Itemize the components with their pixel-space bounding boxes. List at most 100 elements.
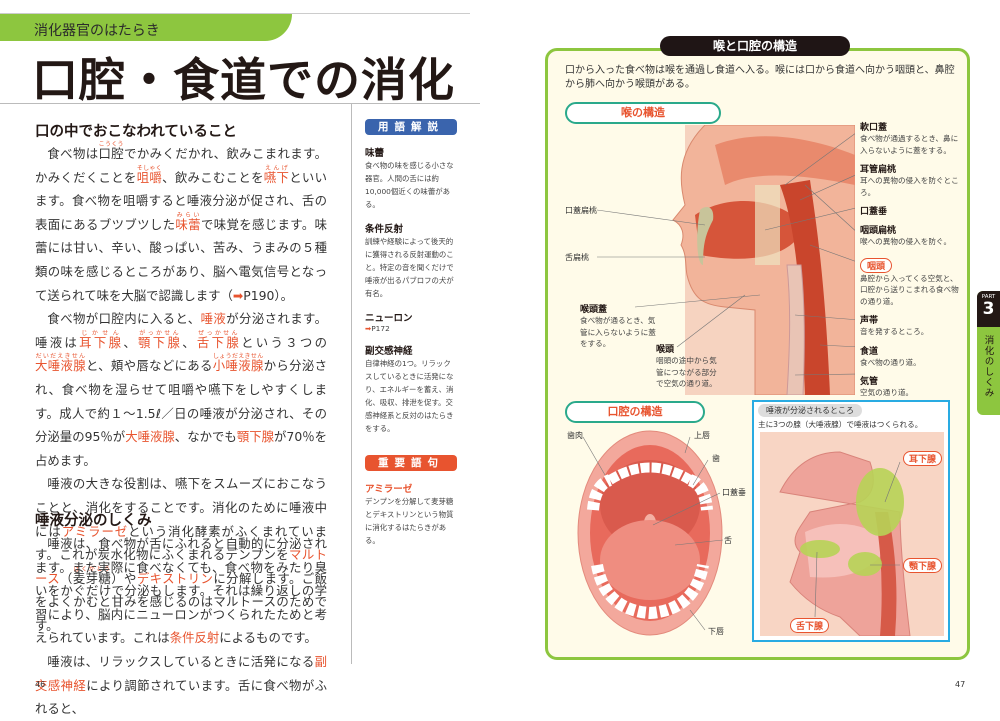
larynx-desc: 咽頭の途中から気管につながる部分で空気の通り道。 (656, 356, 717, 388)
page-title: 口腔・食道での消化 (32, 53, 455, 107)
throat-label-name: 気管 (860, 377, 879, 387)
arrow-right-icon: ➡ (365, 324, 372, 333)
paragraph: 唾液は、リラックスしているときに活発になる副交感神経により調節されています。舌に… (35, 650, 327, 721)
throat-label-name: 耳管扁桃 (860, 165, 897, 175)
ruby-reading: えんげ (263, 164, 289, 172)
label-tooth: 歯 (712, 454, 720, 463)
text-segment: 食べ物は (47, 146, 99, 161)
throat-label: 気管空気の通り道。 (860, 374, 960, 399)
throat-label: 声帯音を発するところ。 (860, 313, 960, 338)
throat-label: 咽頭鼻腔から入ってくる空気と、口腔から送りこまれる食べ物の通り道。 (860, 254, 960, 308)
text-segment: 食べ物が口腔内に入ると、 (47, 311, 201, 327)
title-rule (0, 103, 480, 104)
throat-label-name: 口蓋垂 (860, 207, 888, 217)
ruby-reading: みらい (175, 211, 201, 219)
ruby-reading: こうくう (98, 141, 124, 148)
keywords-title: 重要語句 (365, 455, 457, 471)
column-divider (351, 104, 352, 664)
throat-label: 口蓋垂 (860, 204, 960, 217)
ruby-reading: ぜっかせん (196, 329, 239, 337)
keyword-term: アミラーゼ (365, 484, 413, 495)
panel-title: 喉と口腔の構造 (660, 36, 850, 56)
highlight-term: 味蕾みらい (175, 211, 201, 232)
glossary-title: 用語解説 (365, 119, 457, 135)
gland-submandibular: 顎下腺 (903, 558, 943, 573)
page-number-left: 46 (35, 680, 46, 689)
salivary-gland-illustration (760, 432, 944, 636)
text-segment: という３つの (241, 334, 328, 350)
saliva-tag: 唾液が分泌されるところ (758, 404, 862, 417)
highlight-term: 舌下腺ぜっかせん (196, 329, 242, 350)
highlight-term: 大唾液腺だいだえきせん (35, 353, 86, 374)
ruby-reading: じかせん (79, 329, 121, 337)
text-segment: 唾液は、リラックスしているときに活発になる (47, 653, 315, 669)
throat-label-desc: 食べ物が通過するとき、鼻に入らないように蓋をする。 (860, 134, 959, 155)
glossary-definition: 食べ物の味を感じる小さな器官。人間の舌には約10,000個近くの味蕾がある。 (365, 161, 454, 209)
highlight-term: ➡ (232, 287, 244, 303)
text-segment: という消化酵素がふくまれています。これが炭水化物にふくまれるデンプンを (35, 523, 327, 563)
glossary-sidebar: 用語解説 味蕾食べ物の味を感じる小さな器官。人間の舌には約10,000個近くの味… (365, 119, 457, 547)
highlight-term: 条件反射 (169, 630, 220, 646)
highlight-term: マルトース (35, 547, 328, 586)
panel-intro: 口から入った食べ物は喉を通過し食道へ入る。喉には口から食道へ向かう咽頭と、鼻腔か… (565, 65, 955, 90)
paragraph: 唾液は、食べ物が舌にふれると自動的に分泌されます。また実際に食べなくても、食べ物… (35, 532, 327, 650)
text-segment: 麦芽糖ばくがとう (72, 565, 112, 586)
highlight-term: 嚥下えんげ (263, 164, 290, 185)
text-segment: でかみくだかれ、飲みこまれます。かみくだくことを (35, 146, 328, 185)
part-name: 消化のしくみ (982, 335, 994, 398)
highlight-term: アミラーゼ (61, 523, 129, 539)
throat-right-labels: 軟口蓋食べ物が通過するとき、鼻に入らないように蓋をする。耳管扁桃耳への異物の侵入… (860, 120, 960, 405)
part-label: PART (981, 294, 996, 300)
throat-label-name: 声帯 (860, 316, 879, 326)
text-segment: 唾液の大きな役割は、嚥下をスムーズにおこなうことと、消化をすることです。消化のた… (35, 476, 327, 539)
epiglottis-name: 喉頭蓋 (580, 305, 608, 315)
text-segment: で味覚を感じます。味蕾には甘い、辛い、酸っぱい、苦み、うまみの５種類の味を感じる… (35, 216, 327, 303)
heading-mouth: 口の中でおこなわれていること (35, 124, 237, 140)
text-segment: P190）。 (243, 287, 293, 303)
highlight-term: 唾液 (200, 311, 227, 327)
glossary-definition: 自律神経の1つ。リラックスしているときに活発になり、エネルギーを蓄え、消化、吸収… (365, 359, 454, 433)
section-banner: 消化器官のはたらき (0, 14, 292, 41)
text-segment: 口腔こうくう (98, 141, 125, 161)
keyword-definition: デンプンを分解して麦芽糖とデキストリンという物質に消化するはたらきがある。 (365, 497, 454, 545)
throat-label-name: 咽頭扁桃 (860, 226, 897, 236)
text-segment: 、 (182, 334, 197, 350)
paragraph: 唾液の大きな役割は、嚥下をスムーズにおこなうことと、消化をすることです。消化のた… (35, 472, 327, 637)
ruby-reading: がっかせん (138, 329, 180, 337)
throat-label-name: 咽頭 (860, 257, 893, 273)
gland-sublingual: 舌下腺 (790, 618, 830, 633)
highlight-term: 大唾液腺 (125, 429, 175, 445)
heading-saliva: 唾液分泌のしくみ (35, 513, 152, 529)
throat-label: 咽頭扁桃喉への異物の侵入を防ぐ。 (860, 223, 960, 248)
highlight-term: 耳下腺じかせん (79, 329, 124, 350)
throat-illustration (596, 125, 855, 395)
text-segment: 、なかでも (174, 429, 237, 445)
top-rule (0, 13, 470, 14)
throat-label-desc: 空気の通り道。 (860, 388, 914, 397)
throat-label-desc: 耳への異物の侵入を防ぐところ。 (860, 176, 959, 197)
text-segment: ）や (111, 570, 137, 586)
glossary-term: 条件反射 (365, 224, 404, 235)
highlight-term: 顎下腺 (236, 429, 275, 445)
glossary-reference: ➡P172 (365, 324, 457, 333)
label-lingual-tonsil: 舌扁桃 (565, 253, 589, 262)
throat-label: 耳管扁桃耳への異物の侵入を防ぐところ。 (860, 162, 960, 198)
paragraph: 食べ物は口腔こうくうでかみくだかれ、飲みこまれます。かみくだくことを咀嚼そしゃく… (35, 141, 327, 307)
gland-parotid: 耳下腺 (903, 451, 943, 466)
ruby-reading: だいだえきせん (35, 353, 86, 361)
throat-label-desc: 食べ物の通り道。 (860, 357, 921, 367)
highlight-term: デキストリン (136, 570, 214, 586)
highlight-term: 小唾液腺しょうだえきせん (212, 353, 264, 374)
mouth-illustration (577, 430, 724, 636)
highlight-term: 咀嚼そしゃく (136, 164, 163, 185)
label-palatine-tonsil: 口蓋扁桃 (565, 206, 597, 215)
larynx-name: 喉頭 (656, 345, 675, 355)
section-label: 消化器官のはたらき (34, 23, 160, 39)
text-segment: によるものです。 (219, 630, 317, 646)
glossary-term: 味蕾 (365, 148, 385, 159)
text-segment: 、飲みこむことを (162, 169, 264, 185)
throat-label-desc: 音を発するところ。 (860, 327, 929, 336)
throat-label-desc: 鼻腔から入ってくる空気と、口腔から送りこまれる食べ物の通り道。 (860, 273, 959, 306)
text-segment: （ (60, 570, 73, 586)
